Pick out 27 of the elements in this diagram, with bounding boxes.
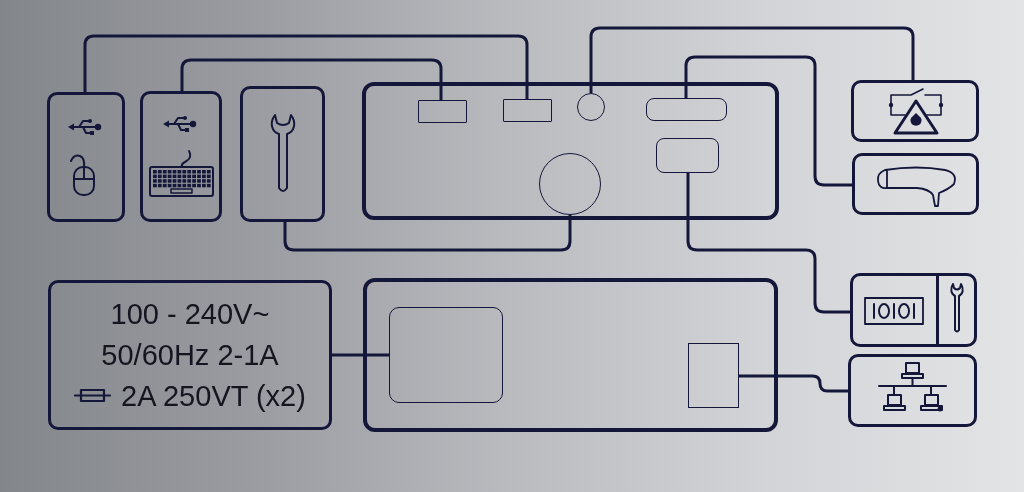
fuse-rating: 2A 250VT (x2) (121, 378, 306, 413)
frequency-current-rating: 50/60Hz 2-1A (101, 337, 279, 372)
connector-line (283, 215, 572, 252)
switch-box (851, 80, 979, 142)
service-tool-box (240, 86, 325, 222)
handpiece-box (852, 153, 979, 215)
power-supply-outline (389, 307, 503, 403)
network-port (688, 343, 739, 408)
device-unit (363, 278, 778, 432)
connector-port (656, 138, 719, 173)
connector-line (684, 55, 852, 187)
power-rating-panel (48, 280, 332, 430)
serial-port-box (850, 273, 977, 347)
connector-port (646, 98, 727, 121)
usb-port (503, 99, 552, 122)
connector-line (180, 58, 443, 100)
connector-line (686, 173, 850, 314)
voltage-rating: 100 - 240V~ (110, 296, 270, 331)
device-unit (362, 82, 779, 220)
connector-line (332, 353, 389, 357)
usb-port (418, 100, 467, 123)
mouse-box (47, 92, 125, 222)
connector-line (589, 26, 915, 93)
connector-line (83, 34, 529, 99)
network-box (848, 354, 977, 427)
keyboard-box (140, 91, 222, 222)
connector-line (739, 374, 848, 393)
